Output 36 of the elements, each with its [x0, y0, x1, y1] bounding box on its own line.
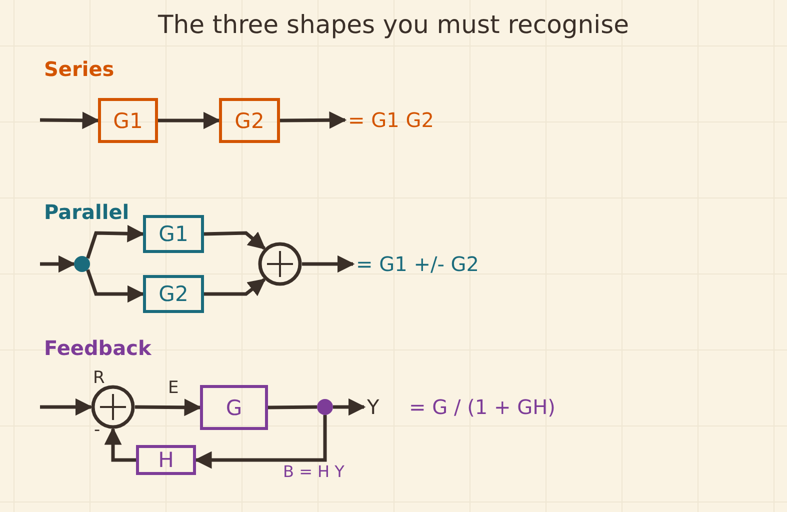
signal-arrow	[333, 398, 366, 416]
block-box: G2	[219, 98, 280, 143]
transfer-function: = G1 G2	[345, 107, 434, 133]
summing-junction	[91, 385, 135, 429]
block-box: G1	[98, 98, 158, 143]
section-heading: Feedback	[44, 336, 152, 360]
block-box: H	[136, 445, 196, 475]
block-box: G2	[143, 275, 204, 313]
signal-arrow	[204, 231, 266, 250]
sign-label: -	[94, 420, 100, 440]
section-heading: Parallel	[44, 200, 130, 224]
summing-junction	[258, 242, 302, 286]
section-heading: Series	[44, 57, 114, 81]
branch-point	[317, 399, 333, 415]
signal-arrow	[280, 111, 347, 129]
signal-arrow	[204, 278, 266, 296]
branch-point	[74, 256, 90, 272]
signal-arrow	[40, 255, 76, 273]
block-box: G	[200, 385, 268, 430]
signal-arrow	[40, 398, 93, 416]
signal-name: R	[93, 368, 105, 388]
transfer-function: = G1 +/- G2	[353, 251, 479, 277]
edge-label: B = H Y	[283, 462, 344, 481]
signal-arrow	[158, 112, 221, 130]
signal-arrow	[194, 415, 327, 469]
signal-arrow	[302, 255, 355, 273]
edge-label: E	[168, 378, 179, 398]
transfer-function: = G / (1 + GH)	[409, 395, 556, 419]
title: The three shapes you must recognise	[156, 10, 630, 39]
block-box: G1	[143, 215, 204, 253]
signal-arrow	[40, 112, 100, 130]
signal-arrow	[86, 269, 145, 303]
signal-arrow	[104, 427, 136, 462]
signal-arrow	[86, 224, 145, 259]
signal-arrow	[134, 398, 202, 416]
signal-name: Y	[364, 394, 380, 420]
